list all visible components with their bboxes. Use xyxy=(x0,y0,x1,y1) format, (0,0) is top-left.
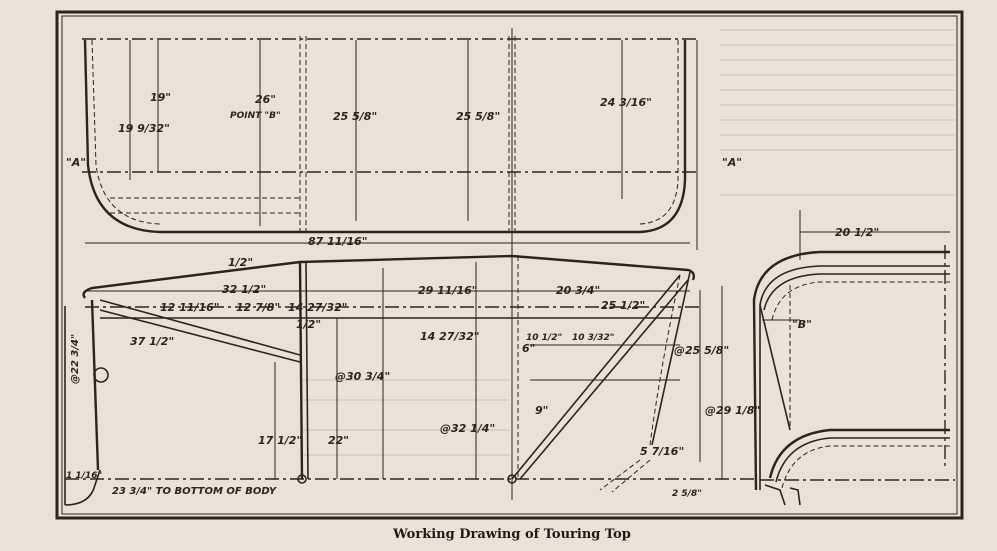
dim-9: 9" xyxy=(535,404,548,417)
dim-20-1-2: 20 1/2" xyxy=(835,226,879,239)
dim-10-1-2: 10 1/2" xyxy=(526,333,562,343)
dim-overall-87-11-16: 87 11/16" xyxy=(308,235,368,248)
dim-32-1-2: 32 1/2" xyxy=(222,283,266,296)
to-bottom-of-body-note: 23 3/4" TO BOTTOM OF BODY xyxy=(112,486,278,497)
dim-1-2-b: 1/2" xyxy=(296,318,321,331)
figure-caption: Working Drawing of Touring Top xyxy=(392,527,631,542)
dim-25-1-2: 25 1/2" xyxy=(601,299,645,312)
dim-2-5-8: 2 5/8" xyxy=(672,489,702,499)
dim-at-32-1-4: @32 1/4" xyxy=(440,422,495,435)
side-view: 87 11/16" 1/2" 32 1/2" 29 11/16" 20 3/4"… xyxy=(64,235,760,506)
dim-19-9-32: 19 9/32" xyxy=(118,122,170,135)
drawing-frame xyxy=(55,10,964,520)
rear-view: 20 1/2" "B" xyxy=(752,210,955,506)
dim-14-27-32-b: 14 27/32" xyxy=(420,330,480,343)
plan-view: 19" 19 9/32" 26" POINT "B" 25 5/8" 25 5/… xyxy=(66,28,742,500)
dim-24-3-16: 24 3/16" xyxy=(600,96,652,109)
page-bleed-through xyxy=(300,29,955,456)
ref-a-right: "A" xyxy=(722,156,742,169)
dim-at-25-5-8: @25 5/8" xyxy=(674,344,729,357)
dim-at-30-3-4: @30 3/4" xyxy=(335,370,390,383)
dim-14-27-32-a: 14 27/32" xyxy=(288,301,348,314)
dim-5-7-16: 5 7/16" xyxy=(640,445,684,458)
dim-22: 22" xyxy=(328,434,349,447)
dim-26: 26" xyxy=(255,93,276,106)
ref-b: "B" xyxy=(792,318,812,331)
point-b-label: POINT "B" xyxy=(230,111,281,121)
ref-a-left: "A" xyxy=(66,156,86,169)
dim-19: 19" xyxy=(150,91,171,104)
dim-29-11-16: 29 11/16" xyxy=(418,284,478,297)
dim-10-3-32: 10 3/32" xyxy=(572,333,614,343)
dim-at-29-1-8: @29 1/8" xyxy=(705,404,760,417)
dim-at-22-3-4: @22 3/4" xyxy=(70,334,81,384)
dim-rise-1-2: 1/2" xyxy=(228,256,253,269)
dim-17-1-2: 17 1/2" xyxy=(258,434,302,447)
dim-12-7-8: 12 7/8" xyxy=(236,301,280,314)
dim-6: 6" xyxy=(522,342,535,355)
dim-25-5-8-a: 25 5/8" xyxy=(333,110,377,123)
dim-37-1-2: 37 1/2" xyxy=(130,335,174,348)
dim-12-11-16: 12 11/16" xyxy=(160,301,220,314)
dim-1-1-16: 1 1/16" xyxy=(66,471,102,481)
dim-20-3-4: 20 3/4" xyxy=(556,284,600,297)
dim-25-5-8-b: 25 5/8" xyxy=(456,110,500,123)
